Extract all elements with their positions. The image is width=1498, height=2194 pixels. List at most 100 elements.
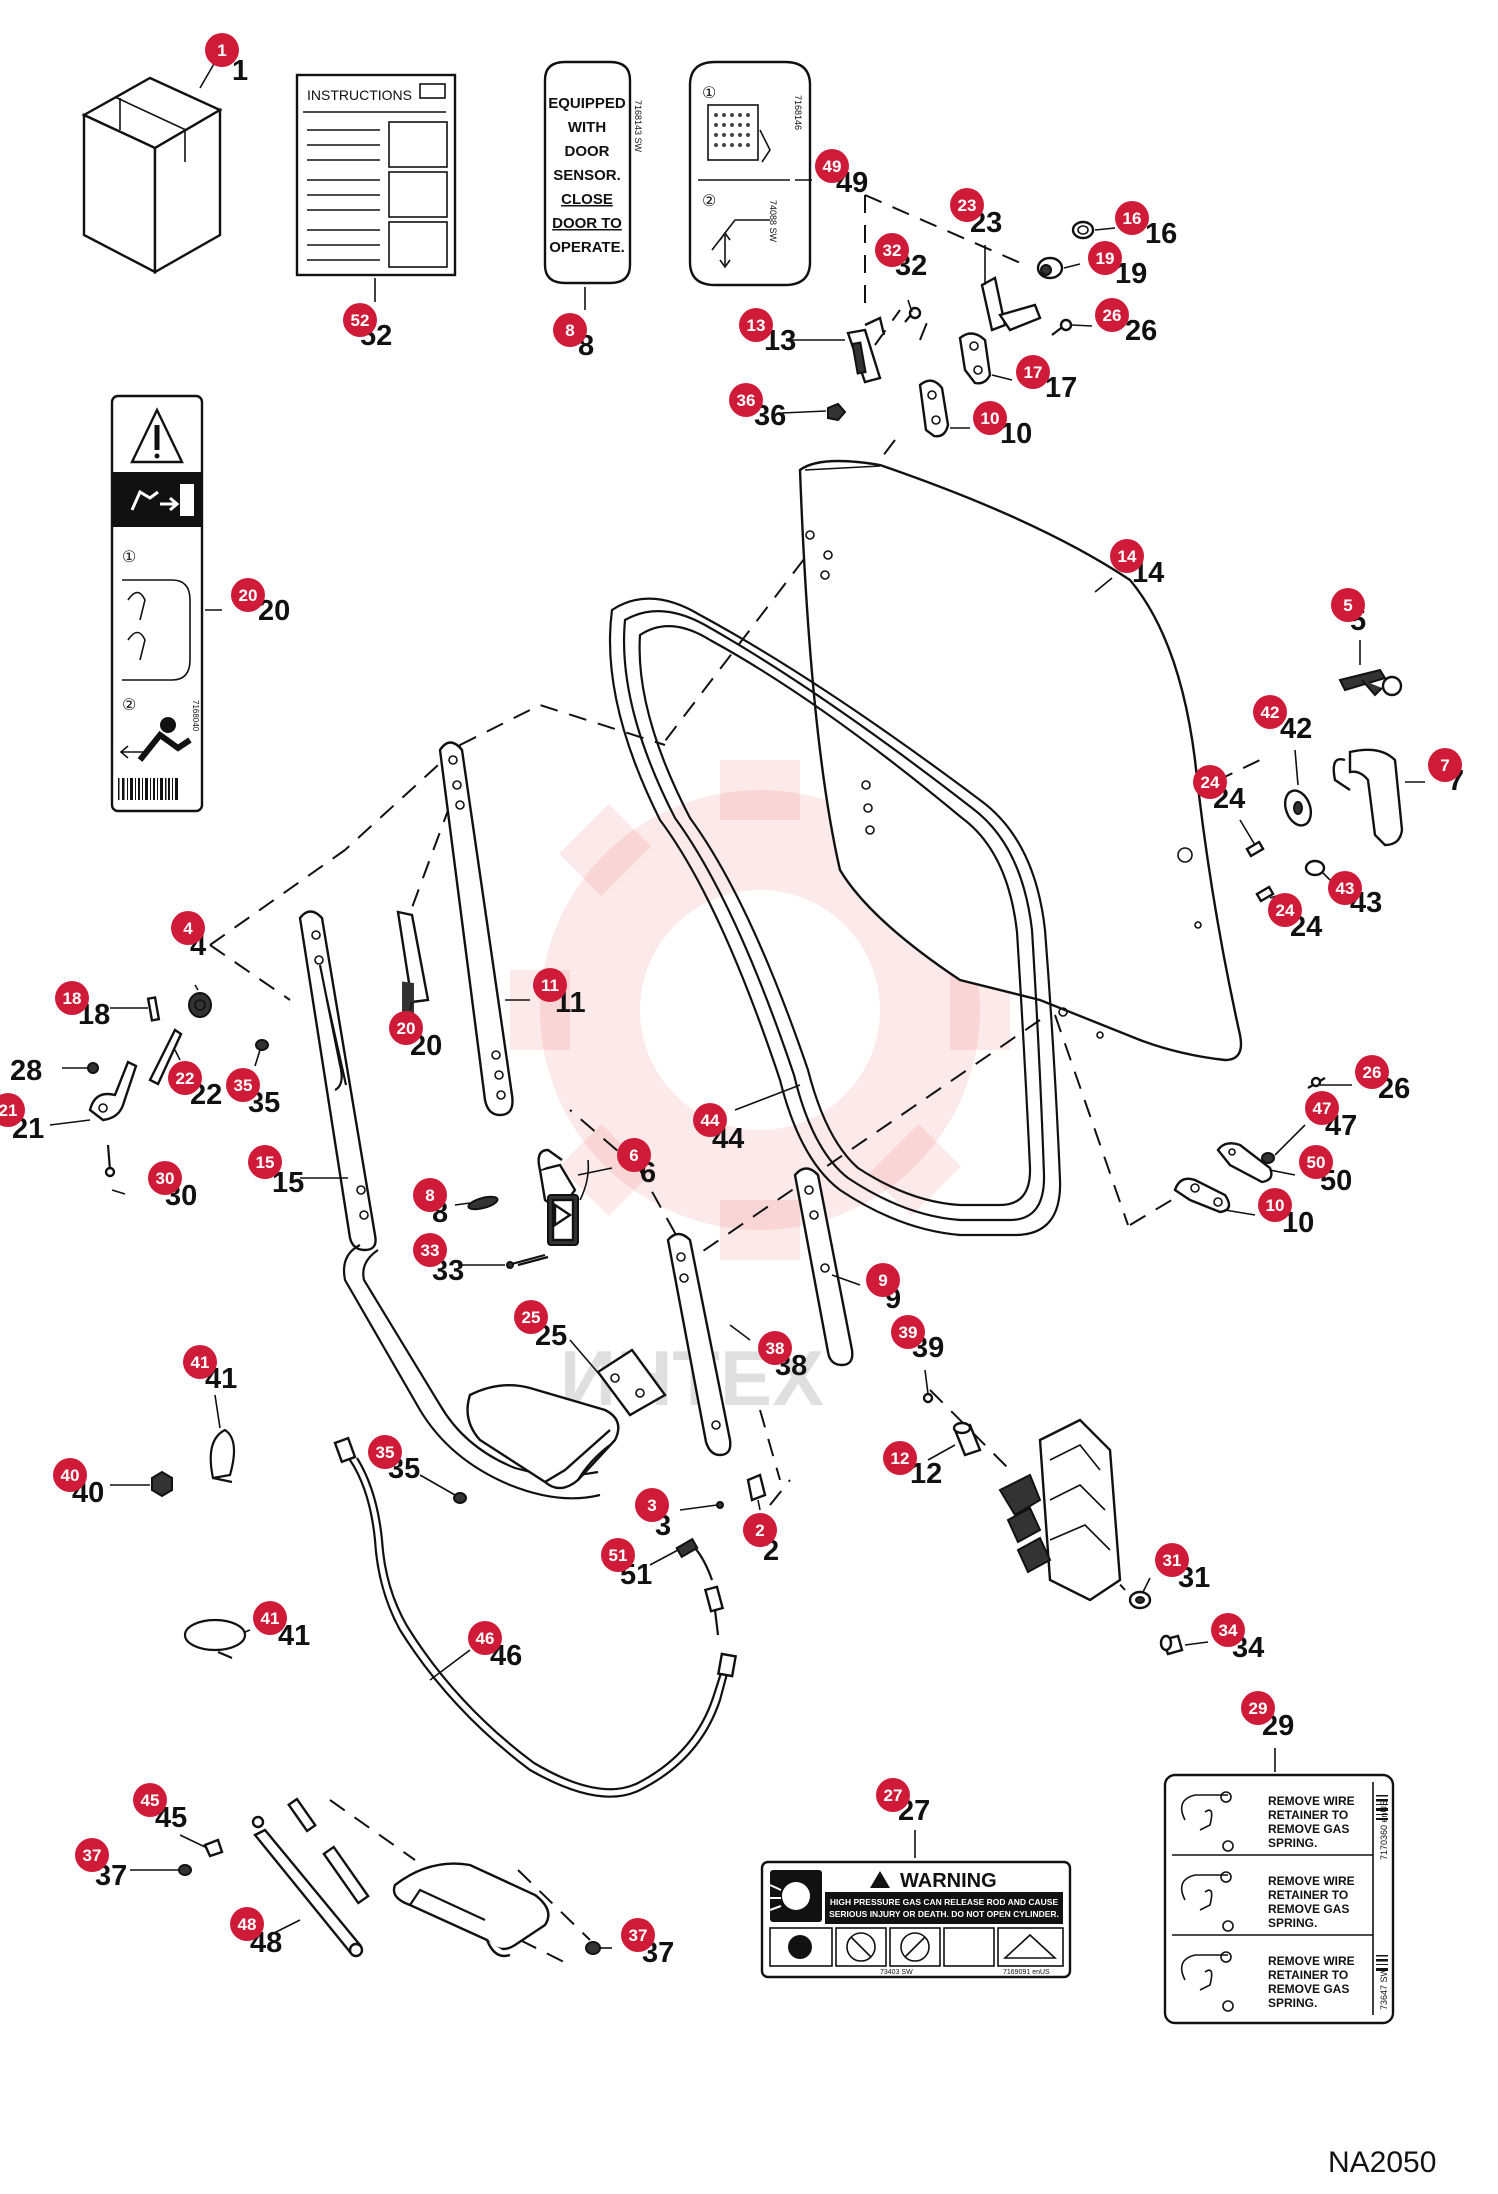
callout-marker-52[interactable]: 52 <box>343 303 377 337</box>
callout-marker-16[interactable]: 16 <box>1115 201 1149 235</box>
marker-dot-50[interactable] <box>1299 1145 1333 1179</box>
marker-dot-8[interactable] <box>413 1178 447 1212</box>
callout-marker-4[interactable]: 4 <box>171 911 205 945</box>
marker-dot-37[interactable] <box>621 1918 655 1952</box>
marker-dot-35[interactable] <box>226 1068 260 1102</box>
callout-marker-34[interactable]: 34 <box>1211 1613 1245 1647</box>
marker-dot-37[interactable] <box>75 1838 109 1872</box>
callout-marker-32[interactable]: 32 <box>875 233 909 267</box>
marker-dot-19[interactable] <box>1088 241 1122 275</box>
marker-dot-46[interactable] <box>468 1621 502 1655</box>
callout-marker-22[interactable]: 22 <box>168 1061 202 1095</box>
marker-dot-22[interactable] <box>168 1061 202 1095</box>
marker-dot-43[interactable] <box>1328 871 1362 905</box>
callout-marker-8[interactable]: 8 <box>413 1178 447 1212</box>
marker-dot-42[interactable] <box>1253 695 1287 729</box>
callout-marker-43[interactable]: 43 <box>1328 871 1362 905</box>
callout-marker-30[interactable]: 30 <box>148 1161 182 1195</box>
callout-marker-40[interactable]: 40 <box>53 1458 87 1492</box>
callout-marker-39[interactable]: 39 <box>891 1315 925 1349</box>
callout-marker-26[interactable]: 26 <box>1095 298 1129 332</box>
marker-dot-20[interactable] <box>231 578 265 612</box>
marker-dot-21[interactable] <box>0 1093 25 1127</box>
marker-dot-26[interactable] <box>1095 298 1129 332</box>
callout-marker-48[interactable]: 48 <box>230 1907 264 1941</box>
callout-marker-50[interactable]: 50 <box>1299 1145 1333 1179</box>
marker-dot-12[interactable] <box>883 1441 917 1475</box>
callout-marker-1[interactable]: 1 <box>205 33 239 67</box>
callout-marker-11[interactable]: 11 <box>533 968 567 1002</box>
callout-marker-23[interactable]: 23 <box>950 188 984 222</box>
marker-dot-15[interactable] <box>248 1145 282 1179</box>
marker-dot-48[interactable] <box>230 1907 264 1941</box>
marker-dot-5[interactable] <box>1331 588 1365 622</box>
marker-dot-10[interactable] <box>1258 1188 1292 1222</box>
marker-dot-3[interactable] <box>635 1488 669 1522</box>
callout-marker-17[interactable]: 17 <box>1016 355 1050 389</box>
marker-dot-24[interactable] <box>1268 893 1302 927</box>
marker-dot-7[interactable] <box>1428 748 1462 782</box>
callout-marker-19[interactable]: 19 <box>1088 241 1122 275</box>
marker-dot-27[interactable] <box>876 1778 910 1812</box>
callout-marker-24[interactable]: 24 <box>1193 765 1227 799</box>
callout-marker-27[interactable]: 27 <box>876 1778 910 1812</box>
callout-marker-25[interactable]: 25 <box>514 1300 548 1334</box>
marker-dot-9[interactable] <box>866 1263 900 1297</box>
marker-dot-16[interactable] <box>1115 201 1149 235</box>
callout-marker-35[interactable]: 35 <box>226 1068 260 1102</box>
callout-marker-37[interactable]: 37 <box>621 1918 655 1952</box>
callout-marker-21[interactable]: 21 <box>0 1093 25 1127</box>
marker-dot-26[interactable] <box>1355 1055 1389 1089</box>
marker-dot-17[interactable] <box>1016 355 1050 389</box>
marker-dot-39[interactable] <box>891 1315 925 1349</box>
callout-marker-7[interactable]: 7 <box>1428 748 1462 782</box>
callout-marker-20[interactable]: 20 <box>231 578 265 612</box>
marker-dot-31[interactable] <box>1155 1543 1189 1577</box>
callout-marker-29[interactable]: 29 <box>1241 1691 1275 1725</box>
callout-marker-37[interactable]: 37 <box>75 1838 109 1872</box>
callout-marker-20[interactable]: 20 <box>389 1011 423 1045</box>
callout-marker-26[interactable]: 26 <box>1355 1055 1389 1089</box>
marker-dot-2[interactable] <box>743 1513 777 1547</box>
callout-marker-31[interactable]: 31 <box>1155 1543 1189 1577</box>
marker-dot-41[interactable] <box>253 1601 287 1635</box>
callout-marker-41[interactable]: 41 <box>253 1601 287 1635</box>
callout-marker-12[interactable]: 12 <box>883 1441 917 1475</box>
callout-marker-5[interactable]: 5 <box>1331 588 1365 622</box>
callout-marker-45[interactable]: 45 <box>133 1783 167 1817</box>
callout-marker-14[interactable]: 14 <box>1110 539 1144 573</box>
marker-dot-23[interactable] <box>950 188 984 222</box>
marker-dot-6[interactable] <box>617 1138 651 1172</box>
marker-dot-24[interactable] <box>1193 765 1227 799</box>
callout-marker-10[interactable]: 10 <box>1258 1188 1292 1222</box>
callout-marker-15[interactable]: 15 <box>248 1145 282 1179</box>
callout-marker-35[interactable]: 35 <box>368 1435 402 1469</box>
callout-marker-18[interactable]: 18 <box>55 981 89 1015</box>
callout-marker-42[interactable]: 42 <box>1253 695 1287 729</box>
marker-dot-1[interactable] <box>205 33 239 67</box>
marker-dot-25[interactable] <box>514 1300 548 1334</box>
callout-marker-36[interactable]: 36 <box>729 383 763 417</box>
callout-marker-47[interactable]: 47 <box>1305 1091 1339 1125</box>
marker-dot-52[interactable] <box>343 303 377 337</box>
callout-marker-49[interactable]: 49 <box>815 149 849 183</box>
callout-marker-24[interactable]: 24 <box>1268 893 1302 927</box>
callout-marker-41[interactable]: 41 <box>183 1345 217 1379</box>
callout-marker-9[interactable]: 9 <box>866 1263 900 1297</box>
callout-marker-2[interactable]: 2 <box>743 1513 777 1547</box>
marker-dot-13[interactable] <box>739 308 773 342</box>
marker-dot-8[interactable] <box>553 313 587 347</box>
marker-dot-32[interactable] <box>875 233 909 267</box>
marker-dot-33[interactable] <box>413 1233 447 1267</box>
marker-dot-18[interactable] <box>55 981 89 1015</box>
marker-dot-47[interactable] <box>1305 1091 1339 1125</box>
marker-dot-34[interactable] <box>1211 1613 1245 1647</box>
marker-dot-29[interactable] <box>1241 1691 1275 1725</box>
callout-marker-10[interactable]: 10 <box>973 401 1007 435</box>
callout-marker-38[interactable]: 38 <box>758 1331 792 1365</box>
marker-dot-4[interactable] <box>171 911 205 945</box>
marker-dot-35[interactable] <box>368 1435 402 1469</box>
callout-marker-44[interactable]: 44 <box>693 1103 727 1137</box>
marker-dot-51[interactable] <box>601 1538 635 1572</box>
marker-dot-14[interactable] <box>1110 539 1144 573</box>
